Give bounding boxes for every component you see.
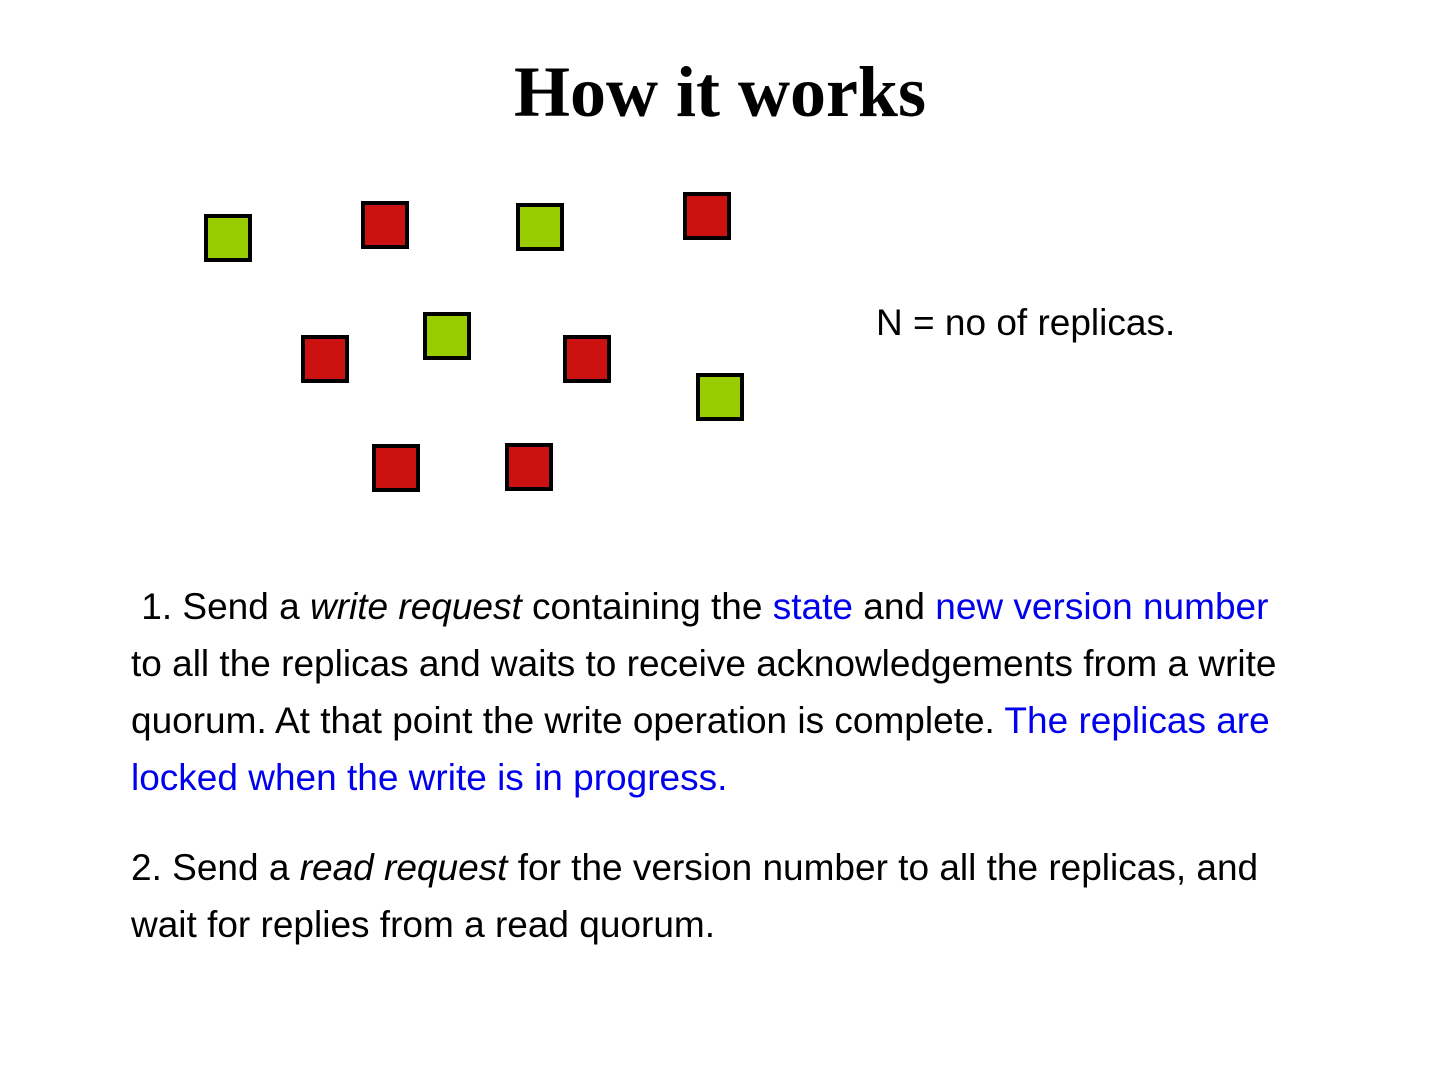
replica-square-green	[204, 214, 252, 262]
step-2-emphasis: read request	[299, 847, 508, 888]
replica-squares-diagram	[204, 192, 744, 492]
step-2-tail: for the version number to all the replic…	[131, 847, 1259, 945]
step-1-highlight-version: new version number	[935, 586, 1269, 627]
step-1-emphasis: write request	[309, 586, 522, 627]
replica-square-red	[505, 443, 553, 491]
step-1-lead: 1. Send a	[131, 586, 310, 627]
replica-square-green	[423, 312, 471, 360]
page-title: How it works	[514, 52, 926, 132]
step-2-lead: 2. Send a	[131, 847, 300, 888]
replica-square-green	[516, 203, 564, 251]
replica-square-red	[361, 201, 409, 249]
replica-square-red	[301, 335, 349, 383]
replica-square-red	[372, 444, 420, 492]
step-1-highlight-lock: The replicas are locked when the write i…	[131, 700, 1270, 798]
body-content: 1. Send a write request containing the s…	[131, 578, 1291, 953]
step-1-paragraph: 1. Send a write request containing the s…	[131, 578, 1291, 806]
step-2-paragraph: 2. Send a read request for the version n…	[131, 839, 1291, 953]
replica-square-red	[683, 192, 731, 240]
step-1-mid: and	[852, 586, 936, 627]
step-1-tail: to all the replicas and waits to receive…	[131, 643, 1277, 741]
legend-replica-count: N = no of replicas.	[876, 302, 1176, 343]
step-1-highlight-state: state	[772, 586, 853, 627]
replica-square-green	[696, 373, 744, 421]
replica-square-red	[563, 335, 611, 383]
step-1-after-emphasis: containing the	[521, 586, 773, 627]
